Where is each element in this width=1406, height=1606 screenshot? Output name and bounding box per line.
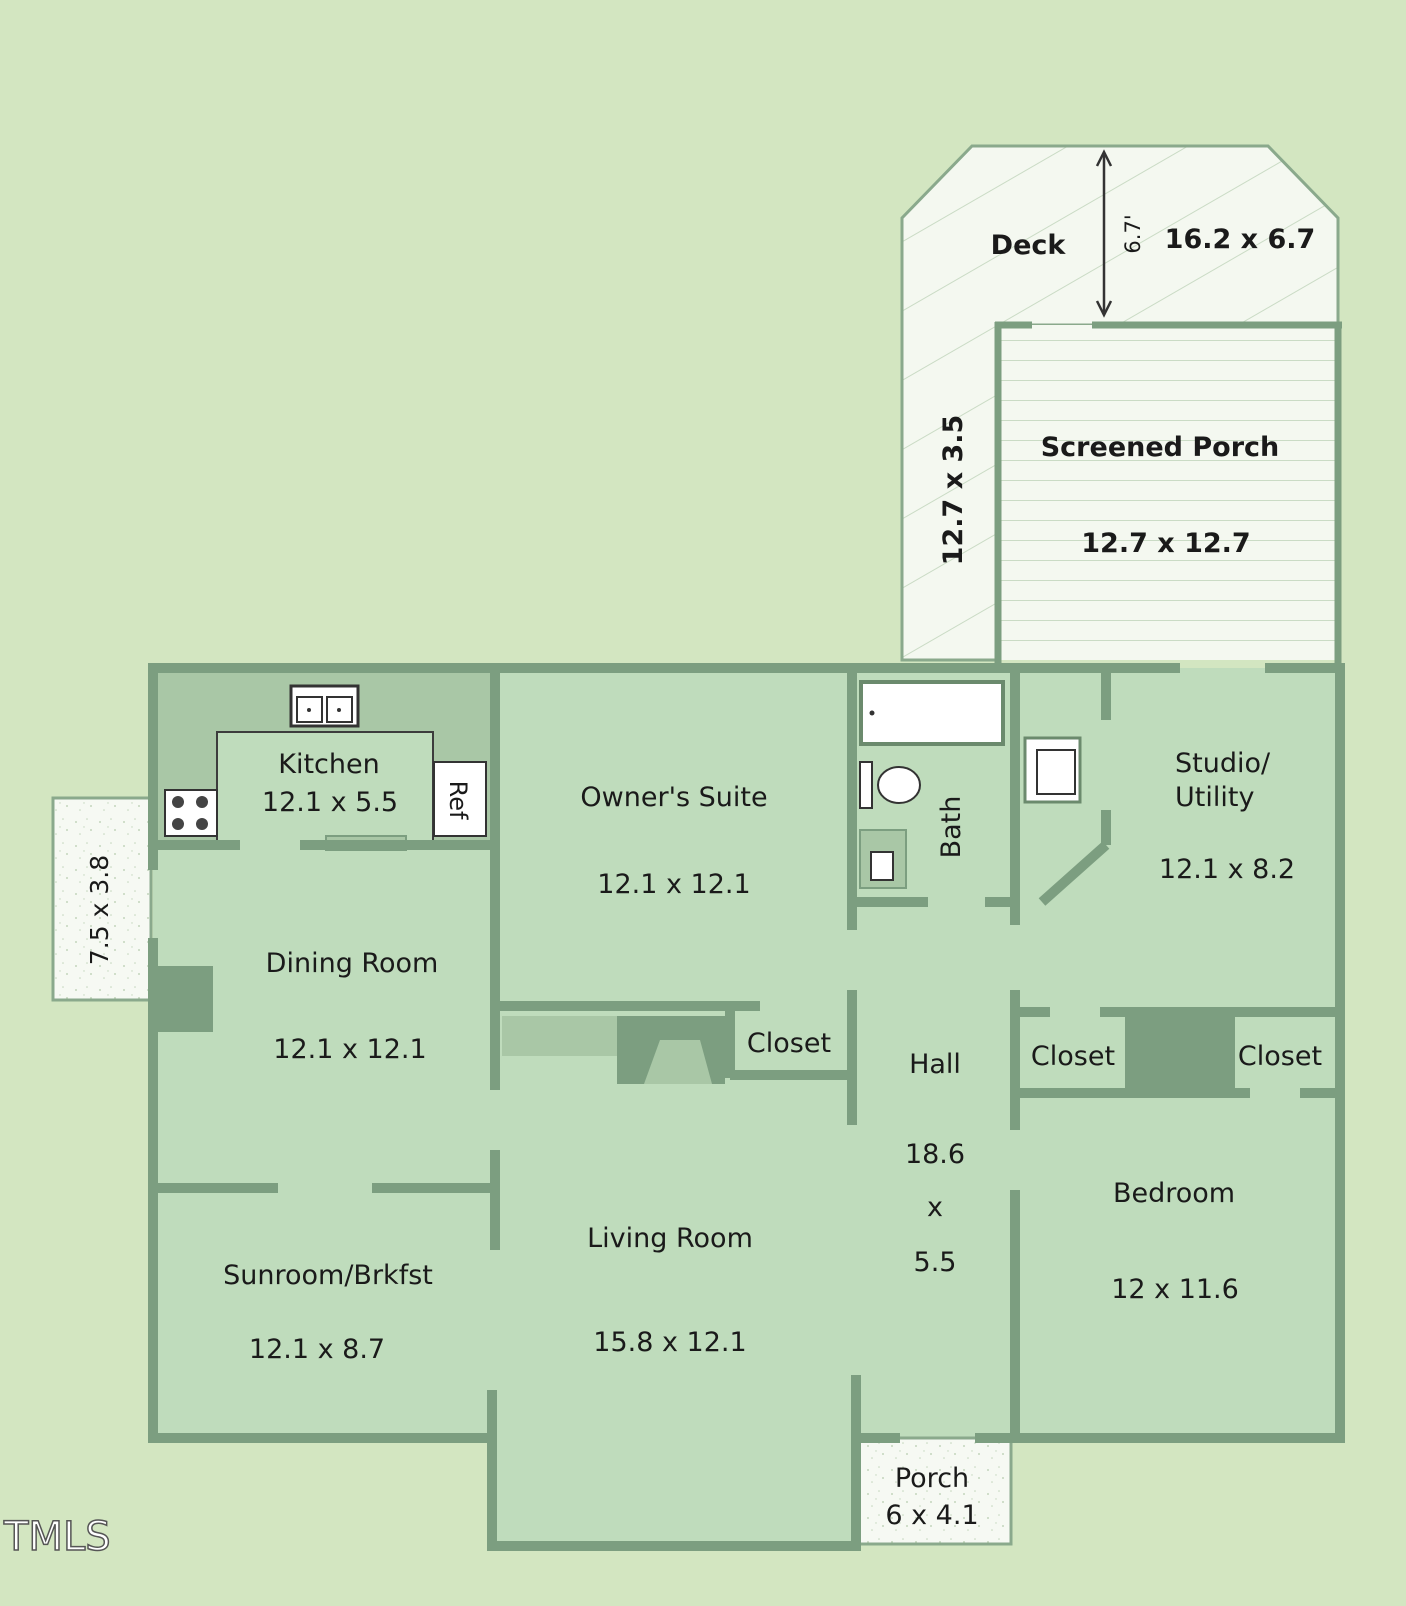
side-deck-dims: 12.7 x 3.5	[938, 415, 969, 566]
deck-height-arrow	[1095, 149, 1113, 318]
left-porch-dims: 7.5 x 3.8	[85, 855, 114, 965]
left-porch-area	[51, 796, 153, 1002]
studio-label-line1: Studio/	[1175, 748, 1271, 779]
front-porch-dims: 6 x 4.1	[885, 1500, 978, 1531]
closet-left-label: Closet	[1031, 1041, 1115, 1072]
counter-edge	[217, 731, 434, 733]
living-room-label: Living Room	[587, 1223, 753, 1254]
deck-dims: 16.2 x 6.7	[1165, 224, 1316, 255]
washer-icon	[1023, 736, 1082, 804]
living-bay-floor	[497, 1430, 856, 1542]
kitchen-label: Kitchen	[278, 749, 379, 780]
kitchen-dims: 12.1 x 5.5	[262, 787, 398, 818]
hall-dim-1: 18.6	[905, 1139, 965, 1170]
kitchen-floor	[217, 731, 434, 840]
hall-label: Hall	[909, 1049, 961, 1080]
toilet-icon	[859, 761, 921, 809]
tmls-watermark: TMLS	[3, 1514, 111, 1560]
bathtub-icon	[859, 680, 1005, 746]
sunroom-label: Sunroom/Brkfst	[223, 1260, 433, 1291]
fireplace-icon	[617, 1016, 725, 1084]
screened-porch-dims: 12.7 x 12.7	[1081, 528, 1250, 559]
front-porch-area	[854, 1436, 1013, 1546]
screened-porch-walls	[994, 321, 1342, 665]
stove-icon	[164, 789, 218, 837]
screened-porch-area	[1000, 325, 1338, 660]
bath-label: Bath	[936, 796, 967, 859]
hall-dim-2: 5.5	[914, 1247, 957, 1278]
deck-label: Deck	[991, 230, 1067, 261]
main-floor	[153, 668, 1340, 1542]
refrigerator-label: Ref	[444, 781, 472, 820]
hall-dim-x: x	[927, 1192, 943, 1223]
dining-room-dims: 12.1 x 12.1	[273, 1034, 426, 1065]
sink-icon	[289, 684, 360, 728]
dining-builtin	[158, 966, 213, 1032]
front-porch-label: Porch	[895, 1463, 969, 1494]
closet-right-label: Closet	[1238, 1041, 1322, 1072]
studio-label-line2: Utility	[1175, 782, 1254, 813]
bedroom-label: Bedroom	[1113, 1178, 1235, 1209]
dining-room-label: Dining Room	[266, 948, 439, 979]
closet-living-label: Closet	[747, 1028, 831, 1059]
owners-suite-dims: 12.1 x 12.1	[597, 869, 750, 900]
hearth-ledge	[502, 1016, 617, 1056]
closet-divider-block	[1130, 1012, 1230, 1092]
deck-height-dim: 6.7'	[1121, 214, 1145, 253]
counter-edge-left	[216, 731, 218, 840]
bedroom-dims: 12 x 11.6	[1111, 1274, 1239, 1305]
living-room-dims: 15.8 x 12.1	[593, 1327, 746, 1358]
studio-dims: 12.1 x 8.2	[1159, 854, 1295, 885]
screened-porch-label: Screened Porch	[1041, 432, 1280, 463]
bath-sink-icon	[859, 829, 907, 889]
refrigerator-icon	[433, 761, 487, 837]
sunroom-dims: 12.1 x 8.7	[249, 1334, 385, 1365]
owners-suite-label: Owner's Suite	[580, 782, 767, 813]
walls	[148, 663, 1345, 1551]
tub-drain-icon	[869, 710, 875, 716]
